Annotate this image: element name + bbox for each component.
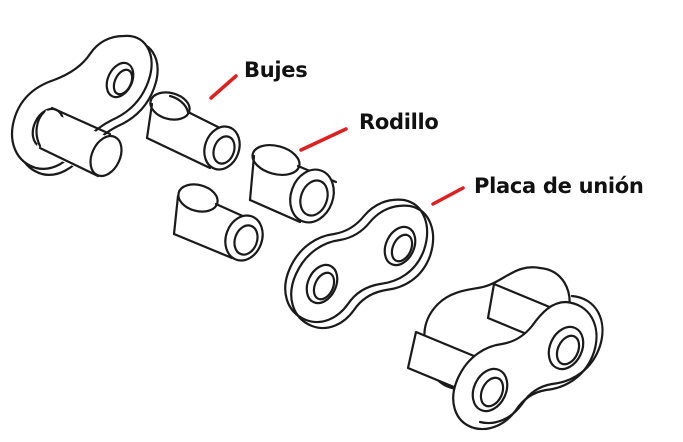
assembled-inner-link [406, 266, 604, 431]
leader-line-connecting-plate [431, 186, 465, 206]
bushing-top [142, 91, 241, 174]
roller [248, 144, 338, 228]
leader-line-bushings [209, 74, 238, 100]
label-roller: Rodillo [359, 110, 439, 134]
label-connecting-plate: Placa de unión [474, 174, 644, 198]
leader-line-roller [299, 127, 348, 152]
bushing-bottom [170, 183, 264, 262]
connecting-plate [284, 198, 435, 330]
label-bushings: Bujes [244, 58, 308, 82]
side-plate-with-pin [10, 34, 159, 178]
